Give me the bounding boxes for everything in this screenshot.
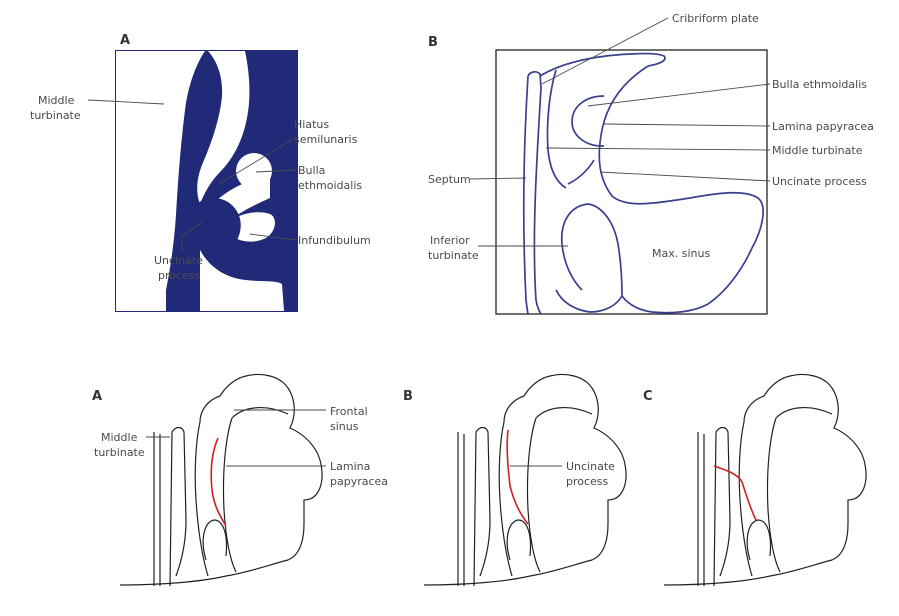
sagittal-diagram-b: B Uncinate process (403, 375, 626, 587)
inferior-turbinate-outline (562, 204, 588, 290)
label-middle-turbinate-line1: Middle (38, 94, 75, 107)
label-cribriform: Cribriform plate (672, 12, 759, 25)
label-frontal-line1: Frontal (330, 405, 368, 418)
leader-septum-b (470, 178, 526, 179)
panel-letter-top-a: A (120, 33, 130, 48)
lower-loop-c (747, 520, 770, 560)
septum-line-b (458, 432, 464, 586)
uncinate-red-line-c (714, 466, 756, 520)
leader-lamina-b (604, 124, 770, 126)
panel-letter-bottom-a: A (92, 389, 102, 404)
inner-wall-a (223, 418, 236, 572)
label-middle-turbinate-line2: turbinate (30, 109, 81, 122)
label-middle-turbinate-bottom-line1: Middle (101, 431, 138, 444)
lower-loop-b (507, 520, 530, 560)
label-middle-turbinate-b: Middle turbinate (772, 144, 863, 157)
label-frontal-line2: sinus (330, 420, 359, 433)
label-max-sinus: Max. sinus (652, 247, 710, 260)
label-bulla-b: Bulla ethmoidalis (772, 78, 867, 91)
outline-a (120, 375, 322, 586)
middle-turbinate-c (714, 428, 730, 587)
leader-cribriform (542, 18, 668, 84)
orbit-curve-c (776, 408, 832, 418)
panel-letter-top-b: B (428, 35, 438, 50)
label-lamina-b: Lamina papyracea (772, 120, 874, 133)
sagittal-diagram-c: C (643, 375, 866, 587)
septum-outline (528, 72, 541, 314)
coronal-diagram-b: B Cribriform plate Bulla ethmoidalis Lam… (428, 12, 874, 314)
septum-inner-line (524, 76, 528, 314)
label-inferior-line2: turbinate (428, 249, 479, 262)
label-bulla-line2: ethmoidalis (298, 179, 362, 192)
label-uncinate-bottom-line2: process (566, 475, 609, 488)
panel-letter-bottom-b: B (403, 389, 413, 404)
label-bulla-line1: Bulla (298, 164, 325, 177)
outline-c (664, 375, 866, 586)
label-inferior-line1: Inferior (430, 234, 470, 247)
orbit-outline (599, 66, 763, 313)
label-lamina-line2: papyracea (330, 475, 388, 488)
coronal-diagram-a: A Middle turbinate Hiatus semilunaris Bu… (30, 33, 371, 312)
inner-wall-b (527, 418, 540, 572)
label-uncinate-bottom-line1: Uncinate (566, 460, 615, 473)
orbit-curve-b (536, 408, 592, 418)
uncinate-red-line-b (507, 430, 528, 524)
orbit-curve-a (232, 408, 288, 418)
middle-turbinate-outline (547, 70, 566, 188)
label-hiatus-line1: Hiatus (294, 118, 329, 131)
septum-line-a (154, 432, 160, 586)
leader-uncinate-b (600, 172, 770, 181)
left-white-strip (116, 51, 162, 311)
septum-line-c (698, 432, 704, 586)
panel-letter-bottom-c: C (643, 389, 653, 404)
middle-turbinate-b (474, 428, 490, 587)
inner-wall-c (767, 418, 780, 572)
sagittal-diagram-a: A Middle turbinate Frontal sinus Lamina … (92, 375, 388, 587)
label-uncinate-b: Uncinate process (772, 175, 867, 188)
bulla-outline (572, 96, 604, 146)
leader-middle-turbinate-b (546, 148, 770, 150)
middle-turbinate-a (170, 428, 186, 587)
label-uncinate-line1: Uncinate (154, 254, 203, 267)
label-infundibulum: Infundibulum (298, 234, 371, 247)
label-hiatus-line2: semilunaris (294, 133, 358, 146)
label-middle-turbinate-bottom-line2: turbinate (94, 446, 145, 459)
leader-bulla-b (588, 84, 770, 106)
lower-loop-a (203, 520, 226, 560)
uncinate-outline (568, 160, 594, 184)
label-uncinate-line2: process (158, 269, 201, 282)
label-septum-b: Septum (428, 173, 471, 186)
label-lamina-line1: Lamina (330, 460, 370, 473)
roof-curve (540, 54, 665, 76)
bulla-ethmoidalis-shape (236, 153, 272, 189)
